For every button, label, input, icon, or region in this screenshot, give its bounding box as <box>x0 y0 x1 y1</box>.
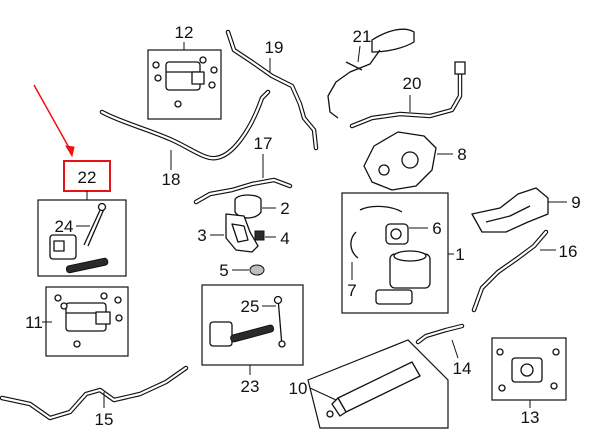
callout-6: 6 <box>432 219 441 238</box>
part-pump-1 <box>375 250 431 305</box>
part-canister-21 <box>327 28 415 119</box>
callout-24: 24 <box>55 217 74 236</box>
part-sensor-24 <box>49 202 109 274</box>
part-tube-16 <box>471 229 549 313</box>
part-nut-5 <box>249 264 265 276</box>
part-tube-19 <box>225 29 319 151</box>
callout-1: 1 <box>455 245 464 264</box>
part-box-13 <box>491 337 567 401</box>
callout-15: 15 <box>95 410 114 429</box>
part-tube-20 <box>349 61 466 129</box>
callout-23: 23 <box>241 377 260 396</box>
highlight-arrow <box>33 84 75 158</box>
part-module-11 <box>54 292 123 348</box>
callout-14: 14 <box>453 359 472 378</box>
part-housing-8 <box>363 131 437 191</box>
part-tube-14 <box>415 323 465 345</box>
part-shield-9 <box>471 187 549 233</box>
callout-5: 5 <box>219 261 228 280</box>
part-box-10 <box>307 339 449 429</box>
callout-12: 12 <box>175 23 194 42</box>
part-box-1 <box>341 192 449 314</box>
callout-17: 17 <box>254 134 273 153</box>
callout-20: 20 <box>403 74 422 93</box>
leader-10 <box>309 387 337 401</box>
callout-18: 18 <box>162 170 181 189</box>
callout-21: 21 <box>353 27 372 46</box>
callout-3: 3 <box>197 226 206 245</box>
part-bracket-3 <box>225 213 259 253</box>
part-tube-15 <box>0 365 189 421</box>
callout-16: 16 <box>559 242 578 261</box>
callout-8: 8 <box>457 145 466 164</box>
part-tube-18 <box>99 89 271 161</box>
callout-7: 7 <box>347 281 356 300</box>
callout-22: 22 <box>78 168 97 187</box>
part-module-12 <box>152 56 218 108</box>
part-sensor-6 <box>359 205 409 245</box>
callout-13: 13 <box>521 408 540 427</box>
part-harness-7 <box>350 231 359 259</box>
part-fitting-4 <box>254 230 265 241</box>
part-box-22 <box>37 199 127 277</box>
part-valve-13 <box>496 348 560 392</box>
part-reservoir-2 <box>234 194 262 219</box>
callout-9: 9 <box>571 193 580 212</box>
part-box-23 <box>201 284 304 366</box>
leader-14 <box>451 339 459 359</box>
callout-25: 25 <box>241 297 260 316</box>
callout-4: 4 <box>280 229 289 248</box>
callout-19: 19 <box>265 38 284 57</box>
callout-10: 10 <box>289 379 308 398</box>
part-tube-17 <box>193 177 293 205</box>
callout-2: 2 <box>280 199 289 218</box>
leader-21 <box>357 45 361 63</box>
callout-11: 11 <box>25 313 43 332</box>
part-shield-10 <box>326 361 421 418</box>
part-sensor-23 <box>209 295 286 348</box>
